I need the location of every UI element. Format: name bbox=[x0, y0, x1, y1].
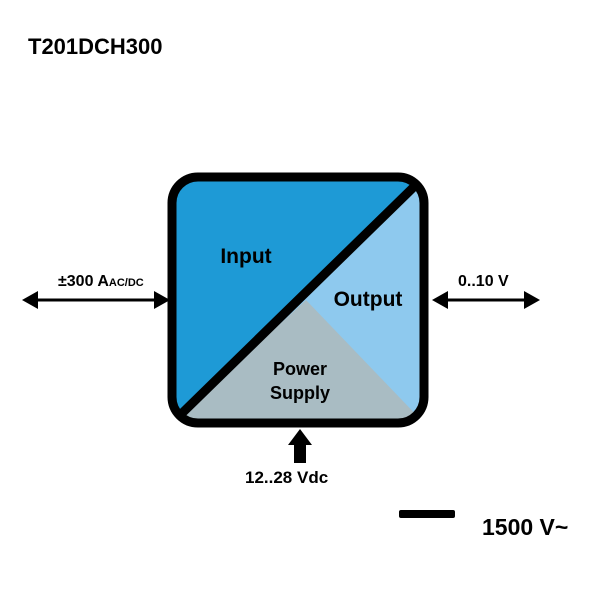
supply-voltage-label: 12..28 Vdc bbox=[245, 468, 329, 487]
power-supply-arrow bbox=[288, 429, 312, 463]
power-supply-label-line2: Supply bbox=[270, 383, 330, 403]
output-region-label: Output bbox=[334, 288, 403, 311]
input-range-subscript: AC/DC bbox=[108, 277, 144, 289]
isolation-voltage-label: 1500 V~ bbox=[482, 514, 569, 540]
output-range-label: 0..10 V bbox=[458, 273, 509, 290]
input-region-label: Input bbox=[220, 245, 271, 268]
power-supply-region bbox=[172, 300, 424, 423]
input-range-label: ±300 AAC/DC bbox=[58, 273, 144, 291]
isolation-symbol-bar bbox=[399, 510, 455, 518]
input-double-arrow bbox=[22, 291, 170, 309]
converter-block-outline bbox=[167, 172, 429, 428]
input-range-main: ±300 A bbox=[58, 273, 109, 290]
block-divider-line bbox=[172, 177, 424, 423]
output-double-arrow bbox=[432, 291, 540, 309]
device-model-title: T201DCH300 bbox=[28, 34, 163, 59]
power-supply-label-line1: Power bbox=[273, 359, 327, 379]
